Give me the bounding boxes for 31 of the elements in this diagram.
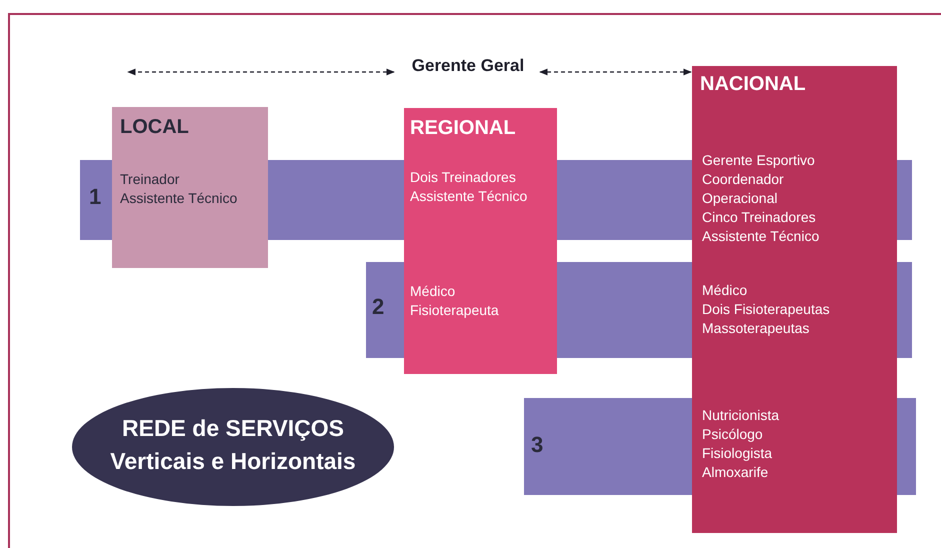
staff-role: Gerente Esportivo	[702, 151, 815, 170]
staff-role: Cinco Treinadores	[702, 208, 816, 227]
band-number: 2	[372, 295, 384, 319]
double-arrow	[127, 68, 395, 76]
staff-role: Nutricionista	[702, 406, 780, 425]
staff-role: Operacional	[702, 189, 778, 208]
staff-role: Almoxarife	[702, 463, 768, 482]
staff-role: Médico	[702, 281, 748, 300]
level-column	[404, 108, 557, 374]
staff-role: Fisioterapeuta	[410, 301, 499, 320]
band-number: 3	[531, 433, 544, 457]
staff-role: Massoterapeutas	[702, 319, 810, 338]
title-label: Gerente Geral	[398, 56, 538, 78]
level-column	[112, 107, 268, 268]
band-number: 1	[89, 185, 102, 209]
staff-role: Treinador	[120, 170, 180, 189]
staff-role: Coordenador	[702, 170, 784, 189]
staff-role: Assistente Técnico	[120, 189, 238, 208]
staff-role: Fisiologista	[702, 444, 772, 463]
staff-role: Médico	[410, 282, 456, 301]
double-arrow	[539, 68, 692, 76]
staff-role: Psicólogo	[702, 425, 763, 444]
staff-role: Dois Fisioterapeutas	[702, 300, 830, 319]
staff-role: Assistente Técnico	[702, 227, 820, 246]
staff-role: Dois Treinadores	[410, 168, 516, 187]
column-heading: NACIONAL	[700, 72, 806, 96]
staff-role: Assistente Técnico	[410, 187, 528, 206]
column-heading: REGIONAL	[410, 116, 516, 140]
heading-text: REDE de SERVIÇOS Verticais e Horizontais	[109, 414, 357, 476]
column-heading: LOCAL	[120, 115, 189, 139]
level-column	[692, 66, 897, 533]
